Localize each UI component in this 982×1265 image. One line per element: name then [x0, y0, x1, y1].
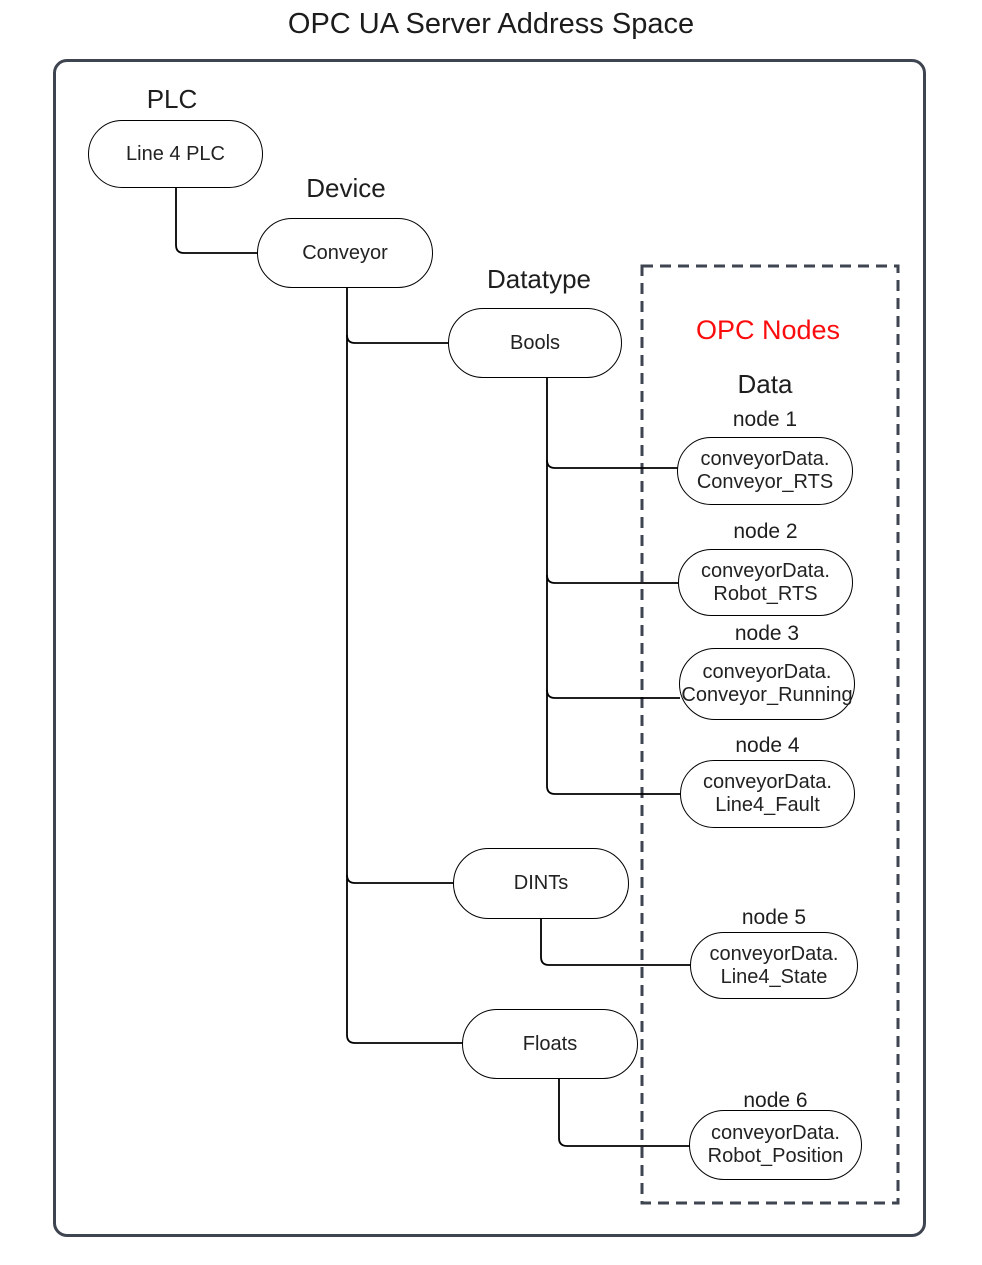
opc-node4-label: node 4: [735, 734, 800, 757]
opc-node4-pill: conveyorData. Line4_Fault: [680, 760, 855, 828]
edge-floats-node6: [558, 1079, 690, 1147]
device-label: Device: [306, 173, 386, 203]
opc-node-text: conveyorData.: [700, 448, 830, 470]
opc-node5-pill: conveyorData. Line4_State: [690, 932, 858, 999]
datatype-label: Datatype: [486, 264, 592, 294]
tree-node-label: Conveyor: [302, 241, 388, 264]
opc-nodes-dashed-boundary: [640, 264, 900, 1205]
opc-node-text: Line4_State: [720, 965, 828, 988]
plc-label: PLC: [146, 84, 198, 114]
edge-bools-node1: [546, 459, 678, 469]
opc-node1-pill: conveyorData. Conveyor_RTS: [677, 437, 853, 505]
tree-node-line4-plc: Line 4 PLC: [88, 120, 263, 188]
opc-nodes-label: OPC Nodes: [695, 315, 841, 345]
edge-dints-node5: [540, 919, 691, 966]
edge-conveyor-floats: [346, 288, 463, 1044]
opc-node-text: Line4_Fault: [715, 794, 820, 816]
opc-node6-label: node 6: [743, 1089, 808, 1112]
opc-node-text: Robot_RTS: [713, 582, 818, 605]
opc-node5-label: node 5: [741, 906, 807, 929]
opc-node-text: conveyorData.: [701, 559, 830, 582]
opc-node3-pill: conveyorData. Conveyor_Running: [679, 648, 855, 720]
tree-node-floats: Floats: [462, 1009, 638, 1079]
edge-conveyor-dints: [346, 874, 454, 884]
opc-node1-label: node 1: [732, 408, 798, 431]
opc-node-text: Conveyor_Running: [681, 684, 853, 706]
tree-node-label: DINTs: [513, 872, 569, 894]
edge-bools-node3: [546, 689, 680, 699]
edge-bools-node4: [546, 378, 681, 795]
tree-node-dints: DINTs: [453, 848, 629, 919]
edge-conveyor-bools: [346, 334, 449, 344]
address-space-frame: [53, 59, 926, 1237]
tree-node-label: Line 4 PLC: [126, 142, 225, 165]
tree-node-bools: Bools: [448, 308, 622, 378]
opc-node2-label: node 2: [733, 520, 798, 543]
edge-bools-node2: [546, 574, 679, 584]
tree-node-label: Floats: [522, 1032, 578, 1055]
opc-node3-label: node 3: [734, 622, 800, 645]
opc-node-text: conveyorData.: [711, 1122, 840, 1144]
opc-node-text: Robot_Position: [707, 1145, 844, 1167]
opc-node-text: conveyorData.: [703, 771, 832, 793]
tree-node-conveyor: Conveyor: [257, 218, 433, 288]
diagram-title: OPC UA Server Address Space: [287, 8, 695, 40]
opc-node-text: Conveyor_RTS: [696, 471, 834, 493]
data-label: Data: [737, 369, 793, 399]
opc-node6-pill: conveyorData. Robot_Position: [689, 1110, 862, 1180]
tree-node-label: Bools: [509, 331, 561, 354]
edge-plc-conveyor: [175, 188, 258, 254]
opc-node-text: conveyorData.: [702, 661, 832, 683]
opc-node-text: conveyorData.: [709, 942, 839, 965]
opc-node2-pill: conveyorData. Robot_RTS: [678, 549, 853, 616]
